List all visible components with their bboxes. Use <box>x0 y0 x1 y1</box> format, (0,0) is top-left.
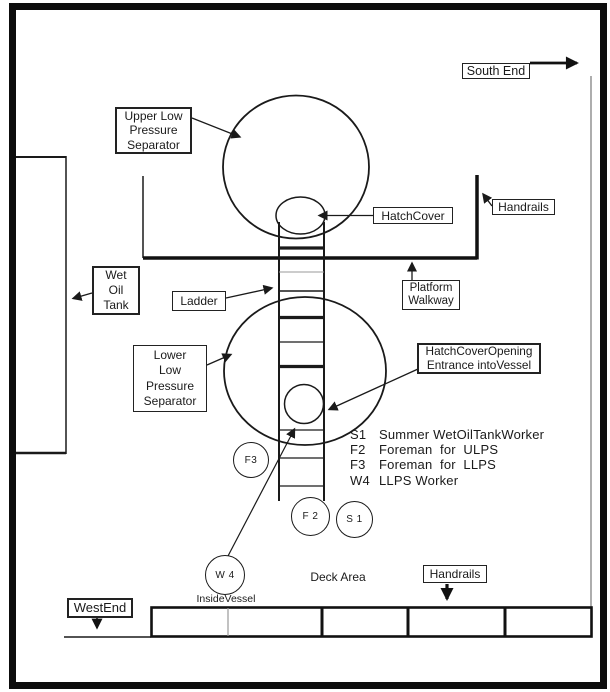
hatch-opening-label: HatchCoverOpening Entrance intoVessel <box>417 343 541 374</box>
inside-vessel-label: InsideVessel <box>196 593 256 605</box>
legend-desc: LLPS Worker <box>379 472 459 488</box>
legend-item-f2: F2 Foreman for ULPS <box>350 442 544 457</box>
wet-oil-tank-outline <box>12 156 67 455</box>
lower-lps-arrow <box>206 353 233 366</box>
ladder-arrow <box>225 284 274 299</box>
deck-outline <box>150 606 593 638</box>
upper-separator-circle <box>222 94 370 240</box>
ladder-label: Ladder <box>172 291 226 311</box>
legend-desc: Foreman for LLPS <box>379 457 497 473</box>
west-end-label: WestEnd <box>67 598 133 618</box>
w4-inside-vessel-arrow <box>227 427 296 557</box>
legend-item-s1: S1 Summer WetOilTankWorker <box>350 427 544 442</box>
legend-item-w4: W4 LLPS Worker <box>350 473 544 488</box>
wet-oil-tank-label: Wet Oil Tank <box>92 266 140 315</box>
leader-arrows <box>71 117 493 557</box>
legend: S1 Summer WetOilTankWorker F2 Foreman fo… <box>350 427 544 488</box>
hatch-opening-circle <box>283 383 325 425</box>
platform-walkway-label: Platform Walkway <box>402 280 460 310</box>
lower-separator-circle <box>223 296 387 446</box>
legend-desc: Summer WetOilTankWorker <box>379 427 545 443</box>
legend-code: F2 <box>350 442 366 458</box>
handrails-top-arrow <box>482 192 493 207</box>
south-end-label: South End <box>462 63 530 79</box>
legend-item-f3: F3 Foreman for LLPS <box>350 457 544 472</box>
worker-circle-f3: F3 <box>233 442 269 478</box>
worker-circle-w4: W 4 <box>205 555 245 595</box>
hatch-cover-label: HatchCover <box>373 207 453 224</box>
legend-desc: Foreman for ULPS <box>379 442 499 458</box>
legend-code: F3 <box>350 457 366 473</box>
worker-circle-s1: S 1 <box>336 501 373 538</box>
legend-code: W4 <box>350 472 370 488</box>
handrails-top-label: Handrails <box>492 199 555 215</box>
worker-circle-f2: F 2 <box>291 497 330 536</box>
handrails-bottom-label: Handrails <box>423 565 487 583</box>
hatch-opening-arrow <box>327 368 419 411</box>
page-border-frame <box>9 3 607 689</box>
lower-lps-label: Lower Low Pressure Separator <box>133 345 207 412</box>
upper-lps-label: Upper Low Pressure Separator <box>115 107 192 154</box>
wet-oil-tank-arrow <box>71 291 93 301</box>
deck-area-label: Deck Area <box>310 570 366 584</box>
legend-code: S1 <box>350 427 367 443</box>
upper-lps-arrow <box>191 117 242 139</box>
